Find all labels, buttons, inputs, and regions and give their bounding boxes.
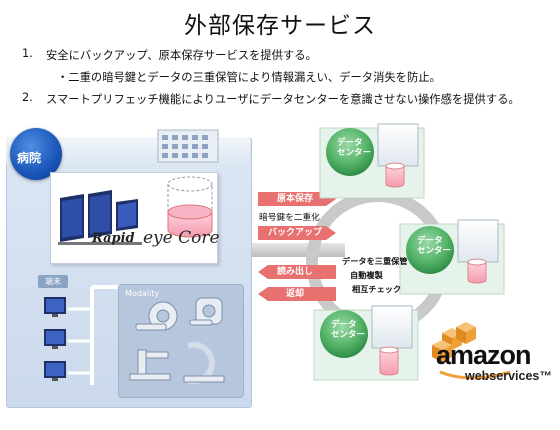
aws-cubes-icon (432, 322, 476, 362)
amazon-logo-text: amazon (436, 340, 532, 370)
page-title: 外部保存サービス (184, 13, 376, 39)
list-item-2-text: スマートプリフェッチ機能によりユーザにデータセンターを意識させない操作感を提供す… (46, 93, 520, 106)
datacenter-badge (406, 226, 454, 274)
terminal-label: 端末 (38, 275, 68, 288)
backup-arrow-label: バックアップ (267, 228, 322, 238)
list-item-1-text: 安全にバックアップ、原本保存サービスを提供する。 (46, 49, 317, 62)
server-building-icon (377, 123, 419, 167)
datacenter-node-2 (399, 219, 505, 295)
database-icon (467, 258, 487, 266)
amazon-smile-icon (439, 370, 511, 380)
encrypt-caption: 暗号鍵を二重化 (259, 213, 320, 223)
rapideye-logo-main: Rapid (92, 231, 135, 246)
server-and-storage-graphic (58, 176, 213, 245)
ring-line-2: 自動複製 (350, 270, 383, 280)
ring-line-1: データを三重保管 (342, 256, 408, 266)
ct-scanner-icon (135, 301, 178, 331)
datacenter-badge (320, 310, 368, 358)
modality-label: Modality (125, 289, 160, 298)
ring-description: データを三重保管 自動複製 相互チェック (342, 254, 408, 296)
webservices-logo-text: webservices™ (465, 369, 552, 383)
storage-arrow-label: 原本保存 (276, 194, 313, 204)
list-item-2-number: 2. (22, 91, 33, 104)
datacenter-1-label: データセンター (337, 138, 372, 158)
server-building-icon (457, 219, 499, 263)
database-icon (385, 162, 405, 170)
server-rack-icon (58, 190, 142, 245)
database-icon (379, 346, 399, 354)
mri-scanner-icon (189, 297, 223, 326)
monitor-icon (44, 297, 66, 317)
storage-cylinder-icon (167, 176, 213, 238)
hospital-badge (10, 128, 62, 180)
monitor-icon (44, 329, 66, 349)
monitor-icon (44, 361, 66, 381)
datacenter-3-label: データセンター (331, 320, 366, 340)
rapideye-logo-script: eye Core (143, 228, 220, 248)
c-arm-icon (183, 342, 225, 384)
server-building-icon (371, 305, 413, 349)
xray-machine-icon (129, 349, 171, 381)
datacenter-node-1 (319, 123, 425, 199)
arrows-graphic (258, 192, 336, 301)
datacenter-2-label: データセンター (417, 236, 452, 256)
hospital-building-icon (157, 129, 219, 163)
datacenter-node-3 (313, 305, 419, 381)
list-item-1-number: 1. (22, 47, 33, 60)
modality-devices-graphic (129, 297, 225, 384)
return-arrow-label: 返却 (285, 289, 304, 299)
ring-line-3: 相互チェック (352, 284, 402, 294)
datacenter-badge (326, 128, 374, 176)
list-item-1-subtext: ・二重の暗号鍵とデータの三重保管により情報漏えい、データ消失を防止。 (57, 71, 441, 84)
hospital-label: 病院 (17, 151, 42, 165)
read-arrow-label: 読み出し (276, 267, 313, 277)
